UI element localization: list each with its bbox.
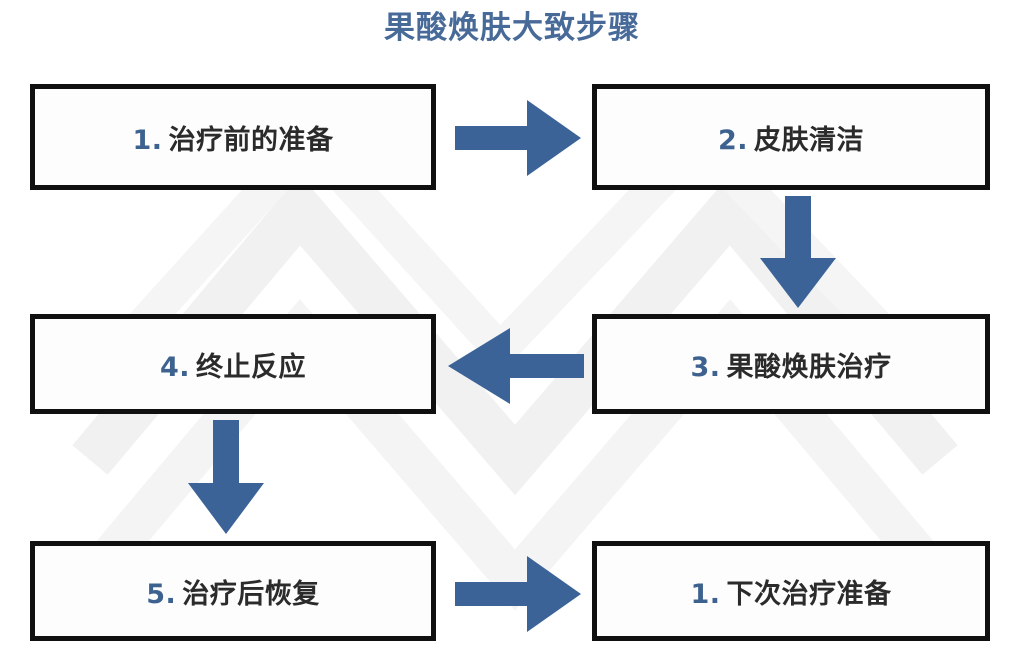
step-box-2-label: 2.皮肤清洁	[718, 118, 864, 157]
step-box-3-label: 3.果酸焕肤治疗	[690, 345, 891, 384]
step-box-5-text: 治疗后恢复	[182, 578, 320, 610]
step-box-1-text: 治疗前的准备	[168, 124, 334, 156]
step-box-6-number: 1.	[690, 578, 721, 610]
arrow-left-icon-step3-to-step4	[448, 328, 584, 404]
step-box-6[interactable]: 1.下次治疗准备	[592, 541, 990, 641]
page-title: 果酸焕肤大致步骤	[384, 10, 640, 46]
arrow-down-icon-step2-to-step3	[760, 196, 836, 308]
step-box-3-text: 果酸焕肤治疗	[726, 351, 892, 383]
step-box-2-text: 皮肤清洁	[754, 124, 865, 156]
arrow-down-icon-step4-to-step5	[188, 420, 264, 534]
arrow-right-icon-step5-to-step6	[455, 556, 581, 632]
step-box-4-label: 4.终止反应	[160, 345, 306, 384]
step-box-1[interactable]: 1.治疗前的准备	[30, 84, 436, 190]
step-box-5[interactable]: 5.治疗后恢复	[30, 541, 436, 641]
step-box-6-text: 下次治疗准备	[726, 578, 892, 610]
step-box-1-label: 1.治疗前的准备	[132, 118, 333, 157]
step-box-4-number: 4.	[159, 351, 191, 383]
step-box-5-label: 5.治疗后恢复	[146, 572, 320, 611]
step-box-4-text: 终止反应	[196, 351, 307, 383]
step-box-2[interactable]: 2.皮肤清洁	[592, 84, 990, 190]
step-box-5-number: 5.	[146, 578, 177, 610]
step-box-3[interactable]: 3.果酸焕肤治疗	[592, 314, 990, 414]
step-box-3-number: 3.	[690, 351, 721, 383]
step-box-1-number: 1.	[132, 124, 163, 156]
step-box-6-label: 1.下次治疗准备	[690, 572, 891, 611]
step-box-4[interactable]: 4.终止反应	[30, 314, 436, 414]
arrow-right-icon-step1-to-step2	[455, 100, 581, 176]
step-box-2-number: 2.	[717, 124, 749, 156]
